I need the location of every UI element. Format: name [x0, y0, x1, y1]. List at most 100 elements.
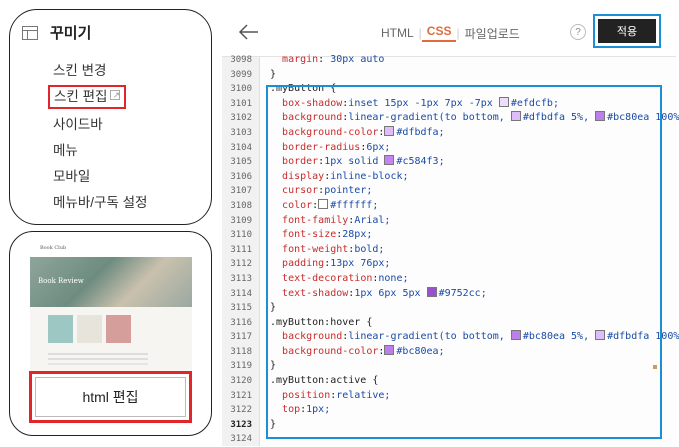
- apply-button[interactable]: 적용: [598, 19, 656, 43]
- code-text: position:relative;: [282, 389, 391, 401]
- skin-preview-panel: Book Club Book Review html 편집: [9, 231, 212, 436]
- line-number: 3117: [230, 332, 252, 343]
- skin-code-editor: HTML|CSS|파일업로드 ? 적용 3098 margin: 30px au…: [222, 9, 679, 447]
- thumbnail-card: [77, 315, 102, 343]
- color-swatch-icon: [384, 155, 395, 166]
- html-edit-button[interactable]: html 편집: [35, 377, 186, 417]
- code-line: 3117 background:linear-gradient(to botto…: [222, 330, 679, 345]
- line-number-gutter: [222, 57, 260, 446]
- code-line: 3112 padding:13px 76px;: [222, 257, 676, 272]
- line-number: 3116: [230, 317, 252, 328]
- code-text: text-decoration:none;: [282, 272, 409, 284]
- code-line: 3121 position:relative;: [222, 389, 676, 404]
- code-line: 3108 color:#ffffff;: [222, 198, 676, 214]
- menu-item-label: 메뉴: [53, 143, 78, 158]
- code-text: }: [270, 360, 277, 372]
- code-text: font-size:28px;: [282, 229, 373, 241]
- menu-item-label: 스킨 변경: [53, 63, 107, 78]
- color-swatch-icon: [426, 286, 437, 297]
- line-number: 3103: [230, 127, 252, 138]
- code-text: font-family:Arial;: [282, 214, 391, 226]
- tab-separator: |: [418, 26, 422, 40]
- menu-item-label: 메뉴바/구독 설정: [53, 195, 148, 210]
- code-line: 3118 background-color:#bc80ea;: [222, 344, 676, 360]
- color-swatch-icon: [318, 198, 329, 209]
- line-number: 3107: [230, 186, 252, 197]
- menu-item[interactable]: 메뉴바/구독 설정: [53, 190, 147, 216]
- color-swatch-icon: [384, 125, 395, 136]
- code-line: 3105 border:1px solid #c584f3;: [222, 155, 676, 170]
- line-number: 3115: [230, 303, 252, 314]
- thumbnail-card: [106, 315, 131, 343]
- line-number: 3121: [230, 390, 252, 401]
- back-arrow-icon[interactable]: [238, 21, 260, 43]
- color-swatch-icon: [510, 330, 521, 341]
- line-number: 3100: [230, 84, 252, 95]
- tab-html[interactable]: HTML: [381, 26, 414, 40]
- code-line: 3113 text-decoration:none;: [222, 272, 676, 287]
- code-text: text-shadow:1px 6px 5px #9752cc;: [282, 286, 487, 299]
- code-text: padding:13px 76px;: [282, 258, 391, 270]
- code-text: background:linear-gradient(to bottom, #d…: [282, 111, 679, 124]
- line-number: 3105: [230, 157, 252, 168]
- code-line: 3102 background:linear-gradient(to botto…: [222, 111, 679, 126]
- code-text: }: [270, 68, 277, 80]
- thumbnail-card: [48, 315, 73, 343]
- line-number: 3108: [230, 200, 252, 211]
- menu-item[interactable]: 메뉴: [53, 138, 147, 164]
- line-number: 3106: [230, 171, 252, 182]
- menu-item-label: 스킨 편집: [54, 89, 108, 104]
- code-text: }: [270, 302, 277, 314]
- menu-item-label: 사이드바: [53, 117, 103, 132]
- tab-css[interactable]: CSS: [421, 24, 457, 42]
- code-line: 3120.myButton:active {: [222, 374, 676, 389]
- line-number: 3118: [230, 346, 252, 357]
- line-number: 3101: [230, 98, 252, 109]
- code-text: border-radius:6px;: [282, 141, 391, 153]
- menu-item[interactable]: 스킨 편집: [48, 85, 127, 109]
- line-number: 3111: [230, 244, 252, 255]
- menu-item[interactable]: 스킨 변경: [53, 58, 147, 84]
- thumbnail-logo: Book Club: [40, 245, 67, 251]
- editor-toolbar: HTML|CSS|파일업로드 ? 적용: [222, 9, 676, 57]
- code-line: 3119}: [222, 359, 676, 374]
- code-text: background-color:#bc80ea;: [282, 344, 445, 357]
- skin-thumbnail: Book Club Book Review: [30, 241, 192, 381]
- line-number: 3102: [230, 113, 252, 124]
- code-text: top:1px;: [282, 404, 331, 416]
- line-number: 3119: [230, 361, 252, 372]
- code-text: .myButton:hover {: [270, 316, 373, 328]
- line-number: 3109: [230, 215, 252, 226]
- code-text: background-color:#dfbdfa;: [282, 125, 445, 138]
- help-button[interactable]: ?: [570, 24, 586, 40]
- code-line: 3110 font-size:28px;: [222, 228, 676, 243]
- thumbnail-hero: Book Review: [30, 257, 192, 307]
- code-text: box-shadow:inset 15px -1px 7px -7px #efd…: [282, 96, 559, 109]
- code-text: font-weight:bold;: [282, 243, 385, 255]
- menu-item[interactable]: 모바일: [53, 164, 147, 190]
- code-line: 3101 box-shadow:inset 15px -1px 7px -7px…: [222, 96, 676, 112]
- code-line: 3104 border-radius:6px;: [222, 141, 676, 156]
- code-text: background:linear-gradient(to bottom, #b…: [282, 330, 679, 343]
- code-text: cursor:pointer;: [282, 185, 373, 197]
- menu-header: 꾸미기: [22, 22, 91, 43]
- menu-item[interactable]: 사이드바: [53, 112, 147, 138]
- color-swatch-icon: [510, 111, 521, 122]
- tab-파일업로드[interactable]: 파일업로드: [464, 26, 520, 41]
- code-text: border:1px solid #c584f3;: [282, 155, 445, 168]
- color-swatch-icon: [595, 111, 606, 122]
- code-line: 3114 text-shadow:1px 6px 5px #9752cc;: [222, 286, 676, 302]
- code-line: 3124: [222, 432, 676, 447]
- line-number: 3098: [230, 55, 252, 65]
- thumbnail-hero-text: Book Review: [38, 277, 84, 285]
- code-line: 3123}: [222, 418, 676, 433]
- line-number: 3113: [230, 273, 252, 284]
- line-number: 3122: [230, 405, 252, 416]
- code-line: 3109 font-family:Arial;: [222, 214, 676, 229]
- line-number: 3104: [230, 142, 252, 153]
- line-number: 3114: [230, 288, 252, 299]
- color-swatch-icon: [595, 330, 606, 341]
- color-swatch-icon: [384, 344, 395, 355]
